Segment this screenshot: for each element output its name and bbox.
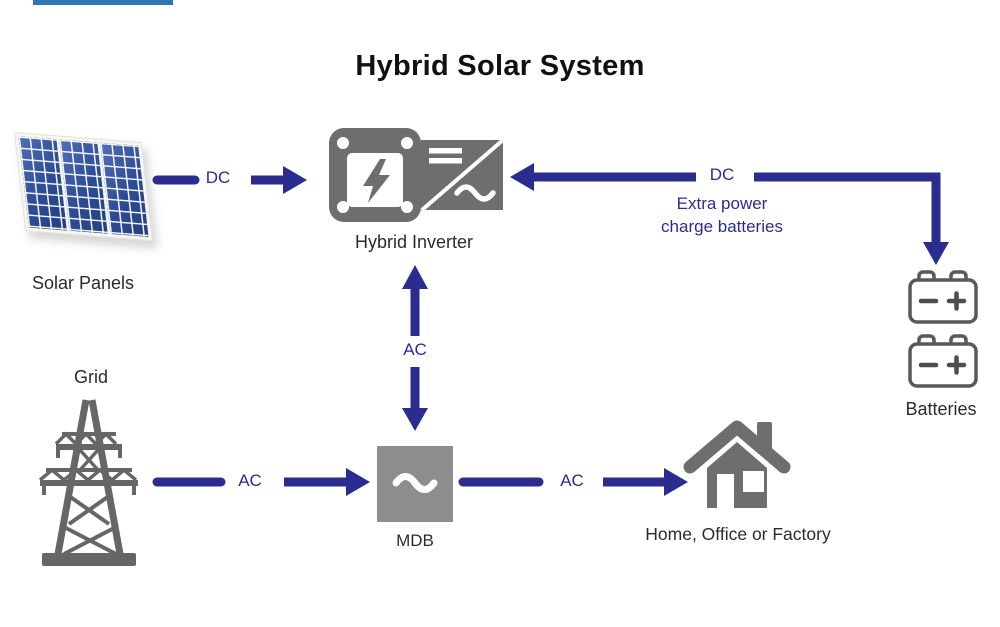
battery-note-line-2: charge batteries [661,217,783,236]
battery-icon [908,270,978,324]
dc-label-solar: DC [205,168,231,187]
ac-arrow-mdb-to-home [458,468,688,496]
batteries-icon [908,268,978,388]
solar-panels-icon [14,132,153,242]
plus-terminal-icon [946,291,967,311]
roof [683,420,791,474]
battery-icon [908,334,978,388]
solar-panels-label: Solar Panels [31,273,135,293]
ac-arrow-inverter-mdb [402,265,428,431]
diagram-title: Hybrid Solar System [355,50,645,82]
tower-base [42,553,136,566]
dc-label-battery: DC [709,165,735,184]
transmission-tower-icon [38,399,138,566]
solar-panel-module [59,139,108,234]
top-accent-bar [33,0,173,5]
dc-arrow-solar-to-inverter [152,166,307,194]
ac-label-vertical: AC [403,340,427,359]
mdb-box-icon [377,446,453,522]
tower-upper-crossarm [54,431,122,458]
ac-tilde-icon [454,184,496,202]
batteries-label: Batteries [905,399,977,419]
tower-lower-crossarm [38,467,138,495]
home-label: Home, Office or Factory [645,524,831,544]
hybrid-inverter-icon [329,128,504,222]
lightning-bolt-icon [363,159,390,203]
mdb-label: MDB [396,531,434,550]
ac-label-home: AC [560,471,584,490]
hybrid-inverter-label: Hybrid Inverter [354,232,474,252]
dc-arrow-inverter-batteries [510,163,949,265]
window [743,471,764,492]
solar-panel-module [18,136,67,231]
ac-label-grid: AC [238,471,262,490]
mdb-tilde-icon [392,473,438,493]
battery-note-line-1: Extra power [676,194,768,213]
ac-arrow-grid-to-mdb [152,468,370,496]
plus-terminal-icon [946,355,967,375]
solar-panel-module [100,142,149,237]
door [717,474,734,508]
grid-label: Grid [73,367,108,387]
house-icon [683,420,791,508]
